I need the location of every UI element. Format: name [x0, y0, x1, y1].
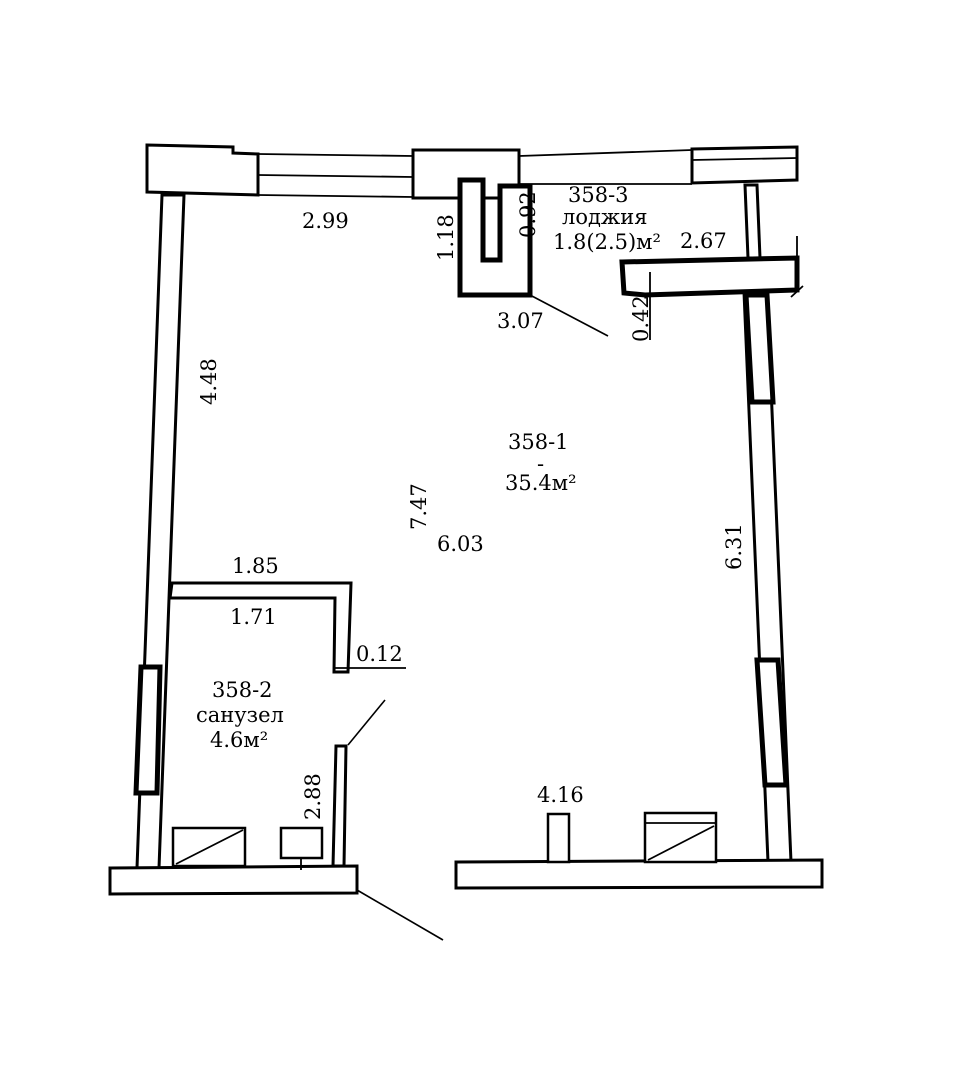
top-wall-right-segment: [690, 145, 799, 185]
kitchen-column: [546, 812, 571, 864]
dim-0-12: 0.12: [356, 642, 403, 666]
dim-1-85: 1.85: [232, 554, 279, 578]
dim-2-88: 2.88: [301, 773, 325, 820]
stove-diagonal: [647, 825, 715, 861]
fixtures: [171, 272, 718, 870]
dim-2-99: 2.99: [302, 209, 349, 233]
bathroom-name: санузел: [196, 703, 284, 727]
bathroom-door-swing: [347, 699, 386, 746]
top-window-left: [257, 153, 414, 198]
dimension-labels: 2.99 1.18 0.92 2.67 3.07 0.42 4.48 7.47 …: [197, 191, 746, 820]
main-room-separator: -: [537, 452, 544, 476]
bottom-wall: [108, 858, 824, 941]
loggia-name: лоджия: [562, 205, 647, 229]
top-wall: [145, 143, 799, 200]
dim-6-03: 6.03: [437, 532, 484, 556]
main-room-id: 358-1: [508, 430, 569, 454]
dim-4-16: 4.16: [537, 783, 584, 807]
right-wall-window-lower: [754, 657, 789, 788]
column-door-swing: [529, 294, 609, 337]
bathtub-diagonal: [175, 829, 244, 865]
bathroom-area: 4.6м²: [210, 728, 268, 752]
bathroom-walls: [168, 581, 406, 868]
dim-4-48: 4.48: [197, 358, 221, 405]
entrance-door-swing: [356, 889, 444, 941]
dim-1-18: 1.18: [434, 214, 458, 261]
dim-0-92: 0.92: [516, 191, 540, 238]
left-wall: [133, 193, 186, 870]
stove-fixture: [643, 811, 718, 864]
bathroom-top-wall: [168, 581, 353, 674]
top-wall-right-line: [691, 157, 798, 161]
left-wall-window: [133, 664, 163, 796]
bottom-wall-left: [108, 864, 359, 896]
right-wall-window-upper: [743, 292, 776, 405]
room-labels: 358-3 лоджия 1.8(2.5)м² 358-1 - 35.4м² 3…: [196, 183, 661, 752]
dim-3-07: 3.07: [497, 309, 544, 333]
loggia-id: 358-3: [568, 183, 629, 207]
loggia-partition: [619, 236, 804, 298]
top-wall-left-segment: [145, 143, 260, 197]
central-column: [457, 177, 609, 337]
dim-2-67: 2.67: [680, 229, 727, 253]
loggia-area: 1.8(2.5)м²: [553, 230, 661, 254]
loggia-wall: [619, 255, 800, 298]
bathroom-right-wall: [331, 744, 348, 868]
bottom-wall-right: [454, 858, 824, 890]
bathroom-id: 358-2: [212, 678, 273, 702]
toilet-fixture: [279, 826, 324, 860]
central-column-body: [457, 177, 533, 298]
dim-6-31: 6.31: [722, 523, 746, 570]
right-wall-upper: [743, 183, 762, 260]
dim-7-47: 7.47: [407, 483, 431, 530]
main-room-area: 35.4м²: [505, 471, 577, 495]
dim-1-71: 1.71: [230, 605, 277, 629]
dim-0-42: 0.42: [629, 295, 653, 342]
loggia-wall-tick: [790, 236, 804, 298]
top-window-right: [518, 149, 693, 185]
